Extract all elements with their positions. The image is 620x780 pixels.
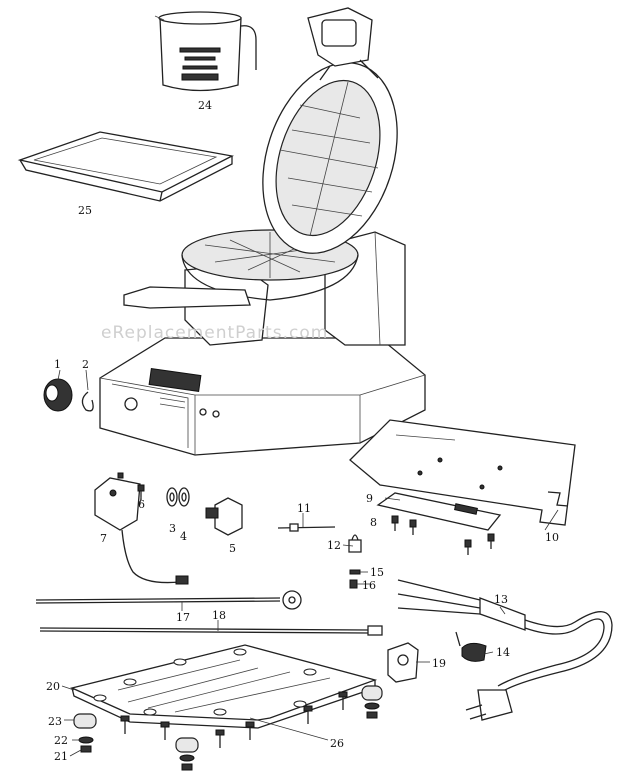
cup-brand-mark: [181, 73, 219, 81]
part-17-heating-element: [35, 590, 302, 610]
part-label: 5: [229, 542, 236, 555]
part-label: 16: [362, 579, 376, 592]
part-12-connector: [348, 534, 362, 553]
control-panel: [124, 368, 220, 418]
part-13-power-cord: [397, 579, 613, 721]
part-label: 13: [494, 593, 508, 606]
control-knob-socket: [124, 397, 138, 411]
part-label: 9: [366, 492, 373, 505]
part-label: 7: [100, 532, 107, 545]
part-8-screws: [391, 515, 495, 555]
part-label: 25: [78, 204, 92, 217]
part-label: 22: [54, 734, 68, 747]
part-9-circuit-board: [376, 492, 502, 531]
watermark-text: eReplacementParts.com: [101, 323, 328, 343]
part-label: 20: [46, 680, 60, 693]
part-label: 3: [169, 522, 176, 535]
part-label: 12: [327, 539, 341, 552]
part-20-base-plate: [70, 644, 378, 729]
part-label: 4: [180, 530, 187, 543]
part-25-drip-tray: [17, 131, 234, 202]
part-5-switch: [205, 497, 243, 536]
part-label: 26: [330, 737, 344, 750]
part-label: 10: [545, 531, 559, 544]
part-label: 17: [176, 611, 190, 624]
part-21-screw: [80, 691, 378, 771]
part-2-clip: [81, 391, 94, 412]
part-24-measuring-cup: [154, 11, 257, 92]
part-11-cable-tie: [277, 523, 336, 532]
part-14-strain-relief: [455, 631, 487, 662]
part-4-washer: [178, 487, 190, 507]
part-label: 14: [496, 646, 510, 659]
part-1-knob: [43, 378, 73, 412]
leader-lines: [57, 369, 559, 757]
part-label: 2: [82, 358, 89, 371]
part-label: 24: [198, 99, 212, 112]
waffle-maker-main-unit: [99, 7, 426, 456]
part-15-terminal: [349, 569, 361, 575]
part-label: 1: [54, 358, 61, 371]
part-18-heating-element: [39, 625, 383, 636]
part-label: 19: [432, 657, 446, 670]
part-number-labels: 1 2 3 4 5 6 7 8 9 10 11 12 13 14 15 16 1…: [46, 99, 559, 763]
part-label: 18: [212, 609, 226, 622]
part-19-bracket: [387, 642, 419, 683]
part-label: 6: [138, 498, 145, 511]
part-label: 11: [297, 502, 311, 515]
part-label: 8: [370, 516, 377, 529]
part-16-screw: [349, 579, 358, 589]
part-10-cover-plate: [349, 419, 576, 526]
part-label: 15: [370, 566, 384, 579]
part-3-washer: [166, 487, 178, 507]
part-23-foot: [73, 685, 383, 753]
part-label: 21: [54, 750, 68, 763]
part-label: 23: [48, 715, 62, 728]
part-7-thermostat: [94, 477, 189, 585]
